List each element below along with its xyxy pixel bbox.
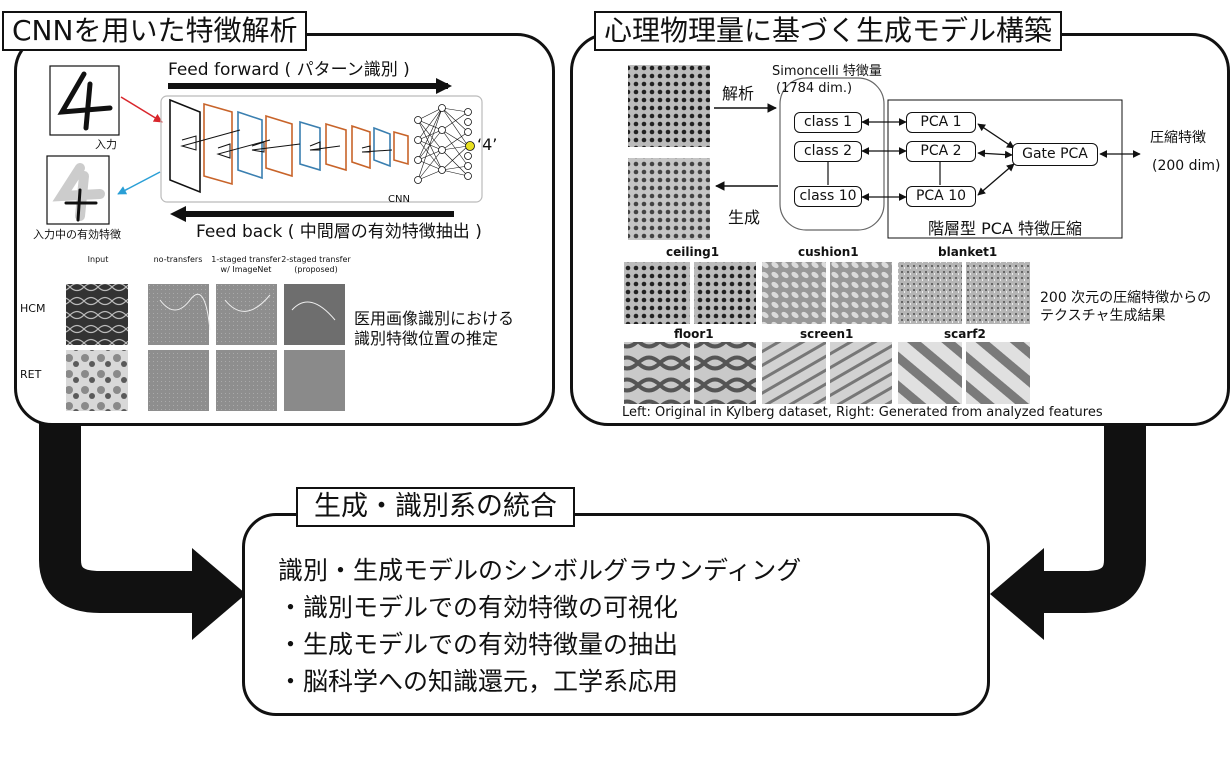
screen1-original xyxy=(762,342,826,404)
blanket1-generated xyxy=(966,262,1030,324)
ret-one-staged xyxy=(216,350,277,411)
feedback-blue-arrow xyxy=(117,171,161,195)
ceiling1-original xyxy=(624,262,690,324)
texture-name-scarf2: scarf2 xyxy=(944,327,986,341)
screen1-generated xyxy=(830,342,892,404)
pca1-gate-link xyxy=(977,123,1015,149)
hcm-one-staged xyxy=(216,284,277,345)
ret-no-transfer xyxy=(148,350,209,411)
hier-pca-label: 階層型 PCA 特徴圧縮 xyxy=(928,219,1082,238)
left-flow-arrow xyxy=(39,420,196,613)
cushion1-generated xyxy=(830,262,892,324)
integration-panel xyxy=(242,513,990,716)
ceiling1-generated xyxy=(694,262,756,324)
medical-caption-line2: 識別特徴位置の推定 xyxy=(354,329,499,348)
right-flow-arrowhead xyxy=(990,548,1044,640)
row-label-hcm: HCM xyxy=(20,302,46,315)
class-2-node: class 2 xyxy=(794,141,862,162)
texture-name-floor1: floor1 xyxy=(674,327,714,341)
scarf2-original xyxy=(898,342,962,404)
generation-label: 生成 xyxy=(728,208,761,227)
class-10-node: class 10 xyxy=(794,186,862,207)
cnn-frame xyxy=(160,95,483,203)
output-digit-label: ‘4’ xyxy=(477,135,498,154)
pca-2-node: PCA 2 xyxy=(906,141,976,162)
forward-red-arrow xyxy=(120,96,163,123)
integration-line-3: ・生成モデルでの有効特徴量の抽出 xyxy=(278,630,679,659)
generative-panel-title: 心理物理量に基づく生成モデル構築 xyxy=(594,11,1063,51)
fully-connected-net xyxy=(417,107,469,181)
texture-name-cushion1: cushion1 xyxy=(798,245,859,259)
compressed-feature-label: 圧縮特徴 xyxy=(1150,130,1206,146)
cushion1-original xyxy=(762,262,826,324)
digit-four-stroke xyxy=(57,71,113,131)
class-1-node: class 1 xyxy=(794,112,862,133)
pca-1-node: PCA 1 xyxy=(906,112,976,133)
scarf2-generated xyxy=(966,342,1030,404)
texture-result-line2: テクスチャ生成結果 xyxy=(1040,308,1166,324)
floor1-generated xyxy=(694,342,756,404)
integration-title: 生成・識別系の統合 xyxy=(296,487,575,527)
header-no-transfers: no-transfers xyxy=(153,255,203,264)
cnn-panel-title: CNNを用いた特徴解析 xyxy=(2,11,308,51)
ret-two-staged xyxy=(284,350,345,411)
header-input: Input xyxy=(87,255,109,264)
integration-line-2: ・識別モデルでの有効特徴の可視化 xyxy=(278,593,679,622)
feed-back-label: Feed back ( 中間層の有効特徴抽出 ) xyxy=(196,222,482,242)
pca-10-node: PCA 10 xyxy=(906,186,976,207)
row-label-ret: RET xyxy=(20,368,42,381)
cnn-layers xyxy=(169,98,409,194)
compressed-dim-label: (200 dim) xyxy=(1152,158,1221,174)
hier-pca-frame xyxy=(887,99,1123,239)
feed-forward-label: Feed forward ( パターン識別 ) xyxy=(168,60,410,80)
output-node-highlight xyxy=(465,141,475,151)
analysis-label: 解析 xyxy=(722,84,755,103)
integration-line-1: 識別・生成モデルのシンボルグラウンディング xyxy=(278,556,802,585)
right-flow-arrow xyxy=(1040,418,1146,613)
input-feature-label: 入力中の有効特徴 xyxy=(33,228,121,241)
texture-name-ceiling1: ceiling1 xyxy=(666,245,720,259)
original-texture xyxy=(628,65,710,147)
left-flow-arrowhead xyxy=(192,548,246,640)
pca2-gate-link xyxy=(977,149,1013,159)
hcm-two-staged xyxy=(284,284,345,345)
gate-pca-node: Gate PCA xyxy=(1012,143,1098,166)
hcm-input-image xyxy=(66,284,128,345)
pca10-gate-link xyxy=(977,163,1015,196)
header-one-staged: 1-staged transfer w/ ImageNet xyxy=(211,255,281,274)
input-label: 入力 xyxy=(95,138,117,151)
integration-line-4: ・脳科学への知識還元，工学系応用 xyxy=(278,667,679,696)
texture-footer: Left: Original in Kylberg dataset, Right… xyxy=(622,405,1103,420)
ret-input-image xyxy=(66,350,128,411)
simoncelli-dim: (1784 dim.) xyxy=(776,81,853,96)
texture-result-line1: 200 次元の圧縮特徴からの xyxy=(1040,290,1212,306)
feature-cross-mark xyxy=(64,188,98,222)
blanket1-original xyxy=(898,262,962,324)
simoncelli-title: Simoncelli 特徴量 xyxy=(772,64,882,79)
integration-list: 識別・生成モデルのシンボルグラウンディング ・識別モデルでの有効特徴の可視化 ・… xyxy=(278,552,801,700)
header-two-staged: 2-staged transfer (proposed) xyxy=(281,255,351,274)
medical-caption-line1: 医用画像識別における xyxy=(354,309,515,328)
generated-texture xyxy=(628,158,710,240)
cnn-label: CNN xyxy=(388,194,410,205)
texture-name-screen1: screen1 xyxy=(800,327,854,341)
floor1-original xyxy=(624,342,690,404)
texture-name-blanket1: blanket1 xyxy=(938,245,998,259)
